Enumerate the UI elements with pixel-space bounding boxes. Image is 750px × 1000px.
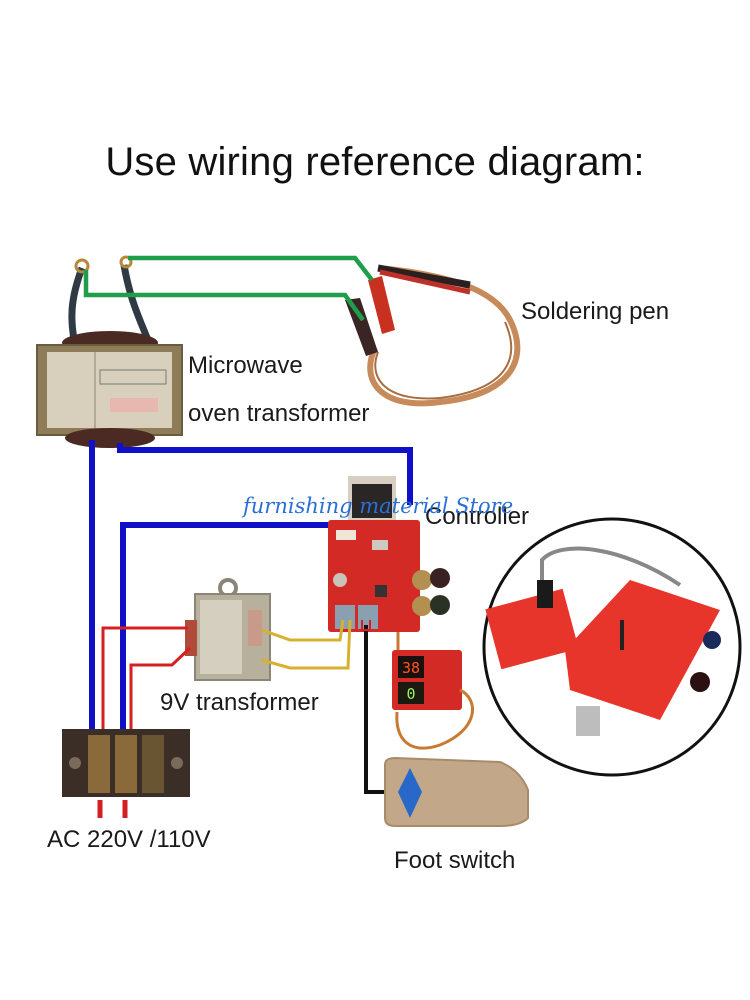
microwave-transformer-label-line1: Microwave	[188, 352, 303, 379]
power-terminal-label: AC 220V /110V	[47, 826, 211, 853]
microwave-transformer-label-line2: oven transformer	[188, 400, 370, 427]
store-watermark: furnishing material Store	[243, 494, 514, 518]
foot-switch-cable	[364, 625, 385, 794]
yellow-wires	[261, 619, 352, 670]
blue-wires	[89, 440, 413, 745]
nine-volt-transformer-label: 9V transformer	[160, 689, 319, 716]
foot-switch-label: Foot switch	[394, 847, 516, 874]
controller-label: Controller	[425, 503, 530, 530]
green-wires	[83, 255, 374, 322]
soldering-pen	[345, 264, 521, 407]
soldering-pen-label: Soldering pen	[521, 298, 670, 325]
nine-volt-transformer	[185, 578, 271, 681]
foot-switch-diamond-icon	[398, 768, 422, 818]
microwave-transformer	[36, 255, 183, 448]
power-terminal-block	[62, 729, 190, 797]
foot-switch	[384, 756, 529, 827]
display-module: 38 0	[392, 632, 475, 750]
board-inset	[482, 517, 742, 777]
display-bottom-value: 0	[406, 685, 415, 703]
controller-board	[328, 476, 450, 632]
diagram-title: Use wiring reference diagram:	[105, 140, 645, 184]
display-top-value: 38	[402, 659, 420, 677]
red-wires	[97, 626, 192, 818]
